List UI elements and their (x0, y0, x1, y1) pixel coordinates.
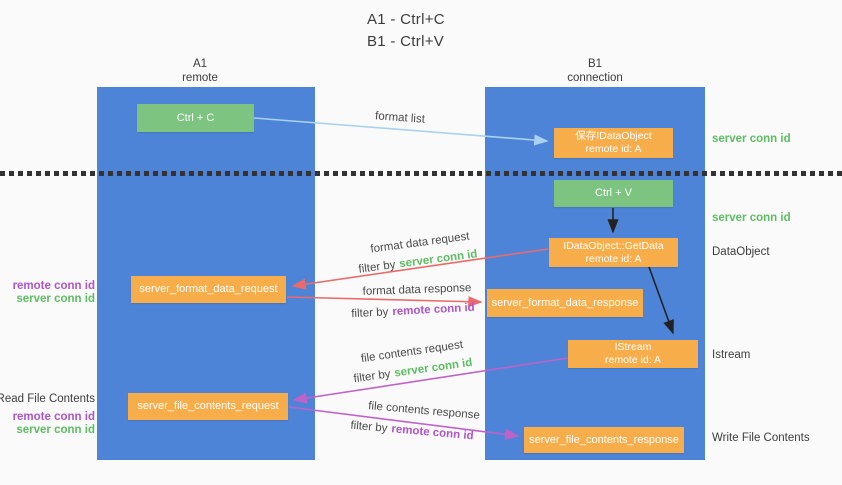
annotation-write-file-contents: Write File Contents (712, 432, 810, 444)
lane-b1-subtitle: connection (567, 72, 623, 84)
node-save-idataobject-line1: 保存IDataObject (575, 130, 652, 142)
lane-a1-name: A1 (192, 58, 208, 70)
filter-by-text: filter by (349, 419, 388, 435)
node-idataobject-getdata: IDataObject::GetData remote id: A (549, 238, 678, 267)
lane-header-b1: B1 connection (535, 57, 655, 85)
annotation-remote-conn-id-file: remote conn id (12, 411, 95, 423)
node-file-request-label: server_file_contents_request (137, 400, 279, 412)
node-istream-line2: remote id: A (604, 354, 662, 366)
annotation-remote-conn-id-format: remote conn id (12, 280, 95, 292)
server-conn-id-text: server conn id (398, 248, 479, 271)
filter-by-text: filter by (357, 259, 397, 276)
node-format-response-label: server_format_data_response (491, 296, 639, 309)
node-server-format-data-request: server_format_data_request (131, 276, 286, 303)
label-format-data-response: format data response (362, 282, 472, 298)
arrow-format-data-response (286, 296, 483, 308)
lane-b1-name: B1 (587, 58, 603, 70)
node-server-file-contents-request: server_file_contents_request (128, 393, 288, 420)
remote-conn-id-text: remote conn id (390, 423, 475, 443)
node-server-format-data-response: server_format_data_response (487, 289, 643, 317)
node-save-idataobject: 保存IDataObject remote id: A (554, 128, 673, 158)
label-file-contents-response: file contents response (367, 400, 481, 422)
node-server-file-contents-response: server_file_contents_response (524, 427, 684, 453)
node-save-idataobject-line2: remote id: A (585, 143, 642, 155)
remote-conn-id-text: remote conn id (392, 301, 475, 319)
filter-by-text: filter by (351, 306, 389, 321)
filter-by-text: filter by (352, 368, 392, 386)
node-istream: IStream remote id: A (568, 340, 698, 368)
node-ctrl-c-label: Ctrl + C (176, 111, 215, 124)
lane-a1-subtitle: remote (182, 72, 218, 84)
node-file-response-label: server_file_contents_response (529, 433, 679, 446)
dotted-divider (0, 171, 842, 176)
annotation-server-conn-id-top: server conn id (712, 133, 791, 145)
title-line-2: B1 - Ctrl+V (367, 33, 445, 50)
node-format-request-label: server_format_data_request (139, 283, 278, 295)
diagram-title: A1 - Ctrl+C B1 - Ctrl+V (367, 9, 445, 53)
server-conn-id-text: server conn id (393, 356, 474, 380)
lane-header-a1: A1 remote (140, 57, 260, 85)
node-getdata-line2: remote id: A (585, 252, 642, 265)
annotation-server-conn-id-mid: server conn id (712, 212, 791, 224)
node-getdata-line1: IDataObject::GetData (563, 239, 664, 252)
annotation-read-file-contents: Read File Contents (0, 393, 95, 405)
node-ctrl-v: Ctrl + V (554, 180, 673, 207)
node-ctrl-c: Ctrl + C (137, 104, 254, 132)
node-ctrl-v-label: Ctrl + V (595, 187, 632, 199)
label-format-list: format list (374, 110, 426, 126)
annotation-dataobject: DataObject (712, 246, 770, 258)
annotation-server-conn-id-format: server conn id (16, 293, 95, 305)
title-line-1: A1 - Ctrl+C (367, 11, 445, 28)
annotation-istream: Istream (712, 349, 751, 361)
annotation-server-conn-id-file: server conn id (16, 424, 95, 436)
node-istream-line1: IStream (614, 341, 652, 353)
